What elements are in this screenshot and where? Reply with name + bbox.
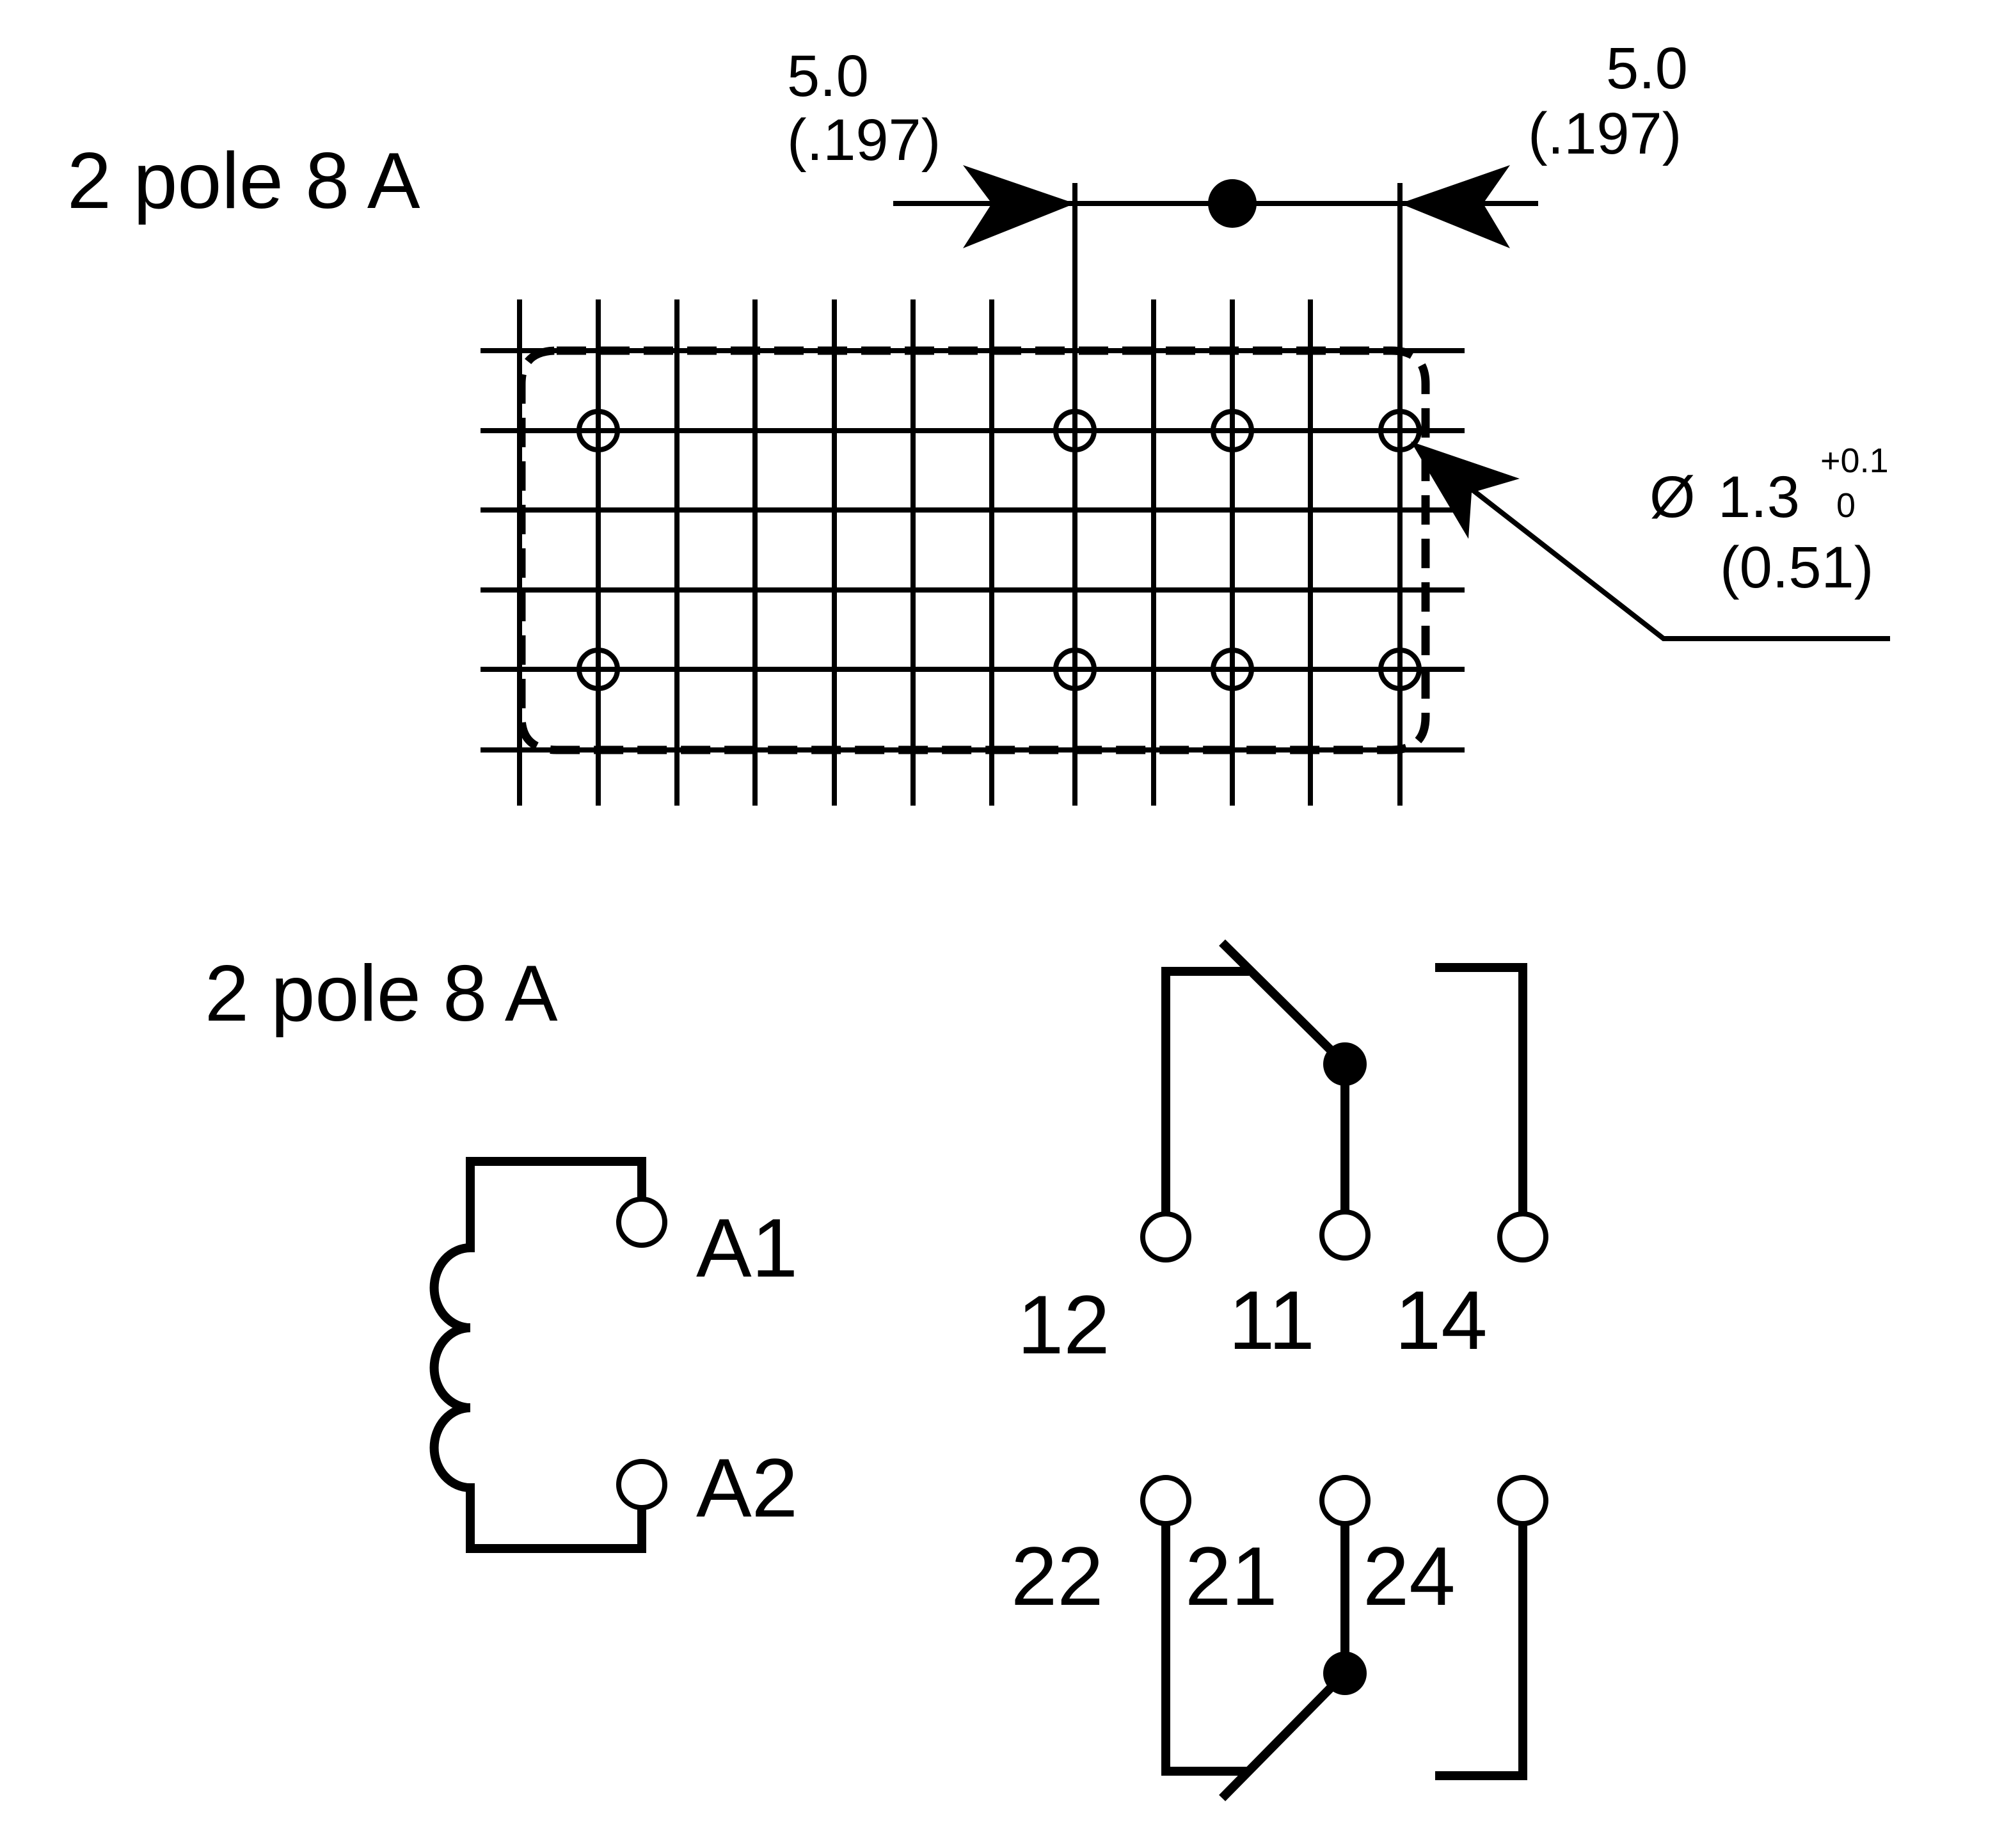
coil-symbol: A1 A2 (429, 1157, 798, 1553)
terminal-14 (1497, 1211, 1548, 1263)
pcb-layout-title: 2 pole 8 A (67, 137, 420, 225)
wiring-diagram-title: 2 pole 8 A (205, 950, 558, 1038)
pin-holes (573, 406, 1425, 694)
origin-dot (1208, 179, 1257, 228)
terminal-label-24: 24 (1363, 1529, 1456, 1623)
terminal-label-14: 14 (1395, 1273, 1488, 1367)
pitch-dimension: 5.0 (.197) 5.0 (.197) (787, 36, 1688, 248)
diameter-symbol: Ø (1649, 465, 1696, 530)
terminal-22 (1140, 1475, 1191, 1526)
terminal-label-22: 22 (1011, 1529, 1104, 1623)
terminal-a1 (616, 1197, 667, 1248)
arrowhead-right (1400, 165, 1510, 248)
arrowhead-left (963, 165, 1075, 248)
terminal-11 (1319, 1209, 1371, 1261)
terminal-label-a1: A1 (696, 1201, 798, 1294)
contact-set-1: 12 11 14 (1017, 939, 1548, 1371)
tolerance-lower: 0 (1836, 486, 1856, 525)
terminal-12 (1140, 1211, 1191, 1263)
grid (481, 183, 1465, 806)
diameter-value: 1.3 (1718, 465, 1800, 530)
terminal-21 (1319, 1475, 1371, 1526)
pcb-layout: 2 pole 8 A (67, 36, 1890, 806)
diameter-imperial: (0.51) (1720, 535, 1873, 600)
leader-arrowhead (1411, 442, 1520, 539)
dimension-left-imperial: (.197) (787, 108, 941, 173)
dimension-left-value: 5.0 (787, 44, 869, 109)
terminal-label-11: 11 (1228, 1273, 1315, 1367)
contact-set-2: 22 21 24 (1011, 1475, 1548, 1801)
dimension-right-value: 5.0 (1606, 36, 1688, 101)
dimension-right-imperial: (.197) (1528, 101, 1681, 166)
terminal-label-12: 12 (1017, 1278, 1110, 1371)
terminal-24 (1497, 1475, 1548, 1526)
hole-diameter-callout: Ø 1.3 +0.1 0 (0.51) (1411, 442, 1890, 641)
relay-outline (517, 346, 1430, 754)
terminal-a2 (616, 1459, 667, 1510)
terminal-label-21: 21 (1185, 1529, 1278, 1623)
wiring-diagram: 2 pole 8 A A1 A2 12 11 14 (205, 939, 1548, 1801)
terminal-label-a2: A2 (696, 1441, 798, 1534)
tolerance-upper: +0.1 (1820, 442, 1889, 480)
